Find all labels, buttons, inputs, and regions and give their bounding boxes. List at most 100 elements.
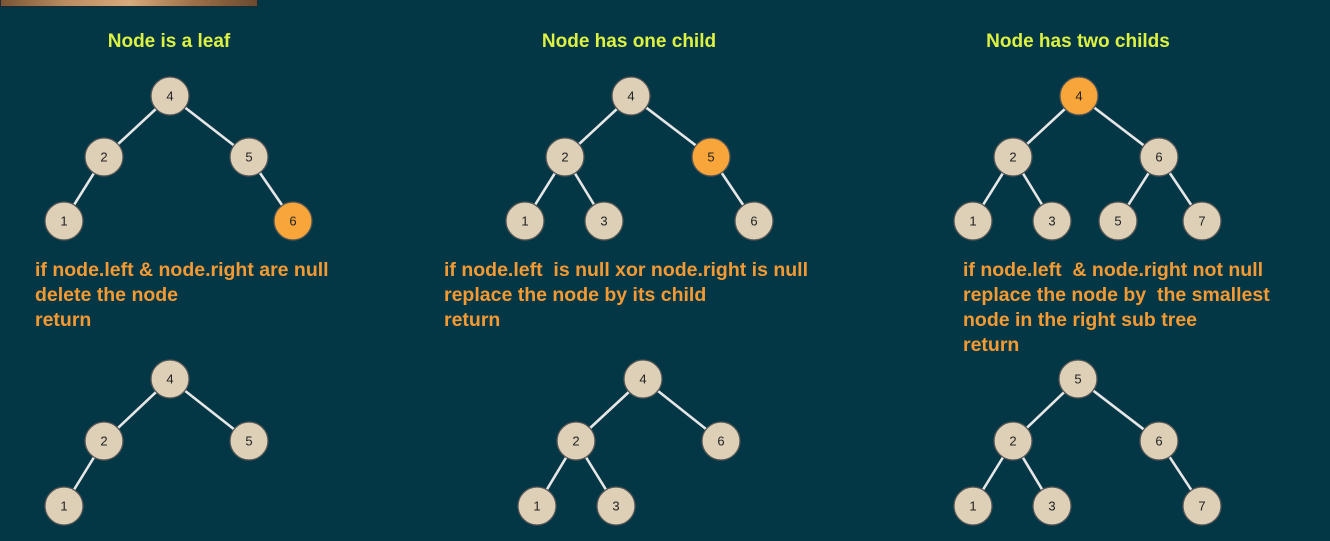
tree-edge bbox=[654, 388, 710, 432]
node-label: 6 bbox=[1155, 434, 1162, 449]
tree-edge bbox=[1091, 105, 1147, 148]
tree-edge bbox=[532, 170, 558, 208]
tree-node: 2 bbox=[84, 137, 124, 177]
tree-node: 2 bbox=[84, 421, 124, 461]
rule-line: node in the right sub tree bbox=[963, 309, 1198, 331]
tree-node: 3 bbox=[596, 486, 636, 526]
node-label: 2 bbox=[100, 434, 107, 449]
tree-edge bbox=[71, 170, 97, 208]
tree-node: 3 bbox=[584, 201, 624, 241]
tree-node: 6 bbox=[273, 201, 313, 241]
tree-edge bbox=[980, 454, 1006, 493]
tree-node: 3 bbox=[1032, 486, 1072, 526]
rule-line: replace the node by the smallest bbox=[963, 284, 1270, 306]
node-circle bbox=[584, 201, 624, 241]
node-label: 5 bbox=[707, 150, 714, 165]
node-label: 2 bbox=[1009, 434, 1016, 449]
node-circle bbox=[953, 486, 993, 526]
rule-line: return bbox=[35, 309, 92, 331]
tree-node: 6 bbox=[734, 201, 774, 241]
heading-one-child: Node has one child bbox=[541, 31, 717, 52]
node-circle bbox=[150, 76, 190, 116]
node-circle bbox=[1098, 201, 1138, 241]
node-circle bbox=[1032, 201, 1072, 241]
highlighted-node-circle bbox=[273, 201, 313, 241]
tree-node: 7 bbox=[1182, 486, 1222, 526]
tree-node: 6 bbox=[701, 421, 741, 461]
node-label: 1 bbox=[60, 499, 67, 514]
node-circle bbox=[229, 137, 269, 177]
tree-edge bbox=[1125, 170, 1152, 208]
tree-node: 7 bbox=[1182, 201, 1222, 241]
rule-line: if node.left & node.right not null bbox=[963, 259, 1264, 281]
node-label: 6 bbox=[1155, 150, 1162, 165]
tree-edge bbox=[643, 105, 699, 148]
tree-edge bbox=[980, 170, 1006, 208]
node-label: 6 bbox=[750, 214, 757, 229]
highlighted-node-circle bbox=[691, 137, 731, 177]
tree-edge bbox=[1167, 453, 1194, 494]
tree-after-1: 4 2 6 1 3 bbox=[517, 359, 741, 526]
node-label: 5 bbox=[1114, 214, 1121, 229]
node-label: 1 bbox=[533, 499, 540, 514]
tree-edge bbox=[115, 389, 159, 431]
node-circle bbox=[44, 486, 84, 526]
tree-node: 1 bbox=[517, 486, 557, 526]
node-label: 3 bbox=[612, 499, 619, 514]
node-circle bbox=[993, 137, 1033, 177]
tree-node: 4 bbox=[150, 76, 190, 116]
node-label: 1 bbox=[521, 214, 528, 229]
tree-after-0: 4 2 5 1 bbox=[44, 359, 269, 526]
node-circle bbox=[229, 421, 269, 461]
node-circle bbox=[596, 486, 636, 526]
rule-line: replace the node by its child bbox=[444, 284, 707, 306]
tree-node: 4 bbox=[150, 359, 190, 399]
node-circle bbox=[1182, 201, 1222, 241]
node-circle bbox=[44, 201, 84, 241]
node-circle bbox=[701, 421, 741, 461]
tree-edge bbox=[1024, 106, 1068, 147]
tree-edge bbox=[587, 389, 632, 431]
tree-node: 5 bbox=[1058, 359, 1098, 399]
node-circle bbox=[1058, 359, 1098, 399]
tree-after-2: 5 2 6 1 3 7 bbox=[953, 359, 1222, 526]
tree-node: 6 bbox=[1139, 421, 1179, 461]
node-label: 2 bbox=[572, 434, 579, 449]
tree-edge bbox=[182, 388, 237, 432]
node-circle bbox=[623, 359, 663, 399]
tree-node: 1 bbox=[953, 486, 993, 526]
tree-before-1: 4 2 5 1 3 6 bbox=[505, 76, 774, 241]
tree-node: 4 bbox=[1059, 76, 1099, 116]
rule-line: delete the node bbox=[35, 284, 179, 306]
tree-node: 1 bbox=[505, 201, 545, 241]
node-circle bbox=[1182, 486, 1222, 526]
node-label: 4 bbox=[639, 372, 646, 387]
tree-edge bbox=[1020, 454, 1045, 493]
tree-node: 6 bbox=[1139, 137, 1179, 177]
node-label: 7 bbox=[1198, 214, 1205, 229]
tree-edge bbox=[583, 454, 609, 493]
rule-leaf: if node.left & node.right are null delet… bbox=[35, 258, 329, 333]
node-circle bbox=[993, 421, 1033, 461]
tree-node: 5 bbox=[229, 421, 269, 461]
tree-node: 2 bbox=[993, 421, 1033, 461]
node-circle bbox=[734, 201, 774, 241]
tree-node: 1 bbox=[44, 486, 84, 526]
node-label: 3 bbox=[600, 214, 607, 229]
tree-edge bbox=[182, 105, 237, 148]
tree-edge bbox=[1024, 389, 1067, 431]
node-circle bbox=[1139, 421, 1179, 461]
node-label: 4 bbox=[627, 89, 634, 104]
tree-node: 2 bbox=[545, 137, 585, 177]
rule-one-child: if node.left is null xor node.right is n… bbox=[444, 258, 808, 333]
node-label: 2 bbox=[100, 150, 107, 165]
tree-edge bbox=[1167, 169, 1194, 209]
tree-edge bbox=[71, 454, 97, 493]
tree-node: 3 bbox=[1032, 201, 1072, 241]
node-label: 4 bbox=[1075, 89, 1082, 104]
tree-edge bbox=[1090, 387, 1147, 433]
node-label: 3 bbox=[1048, 499, 1055, 514]
